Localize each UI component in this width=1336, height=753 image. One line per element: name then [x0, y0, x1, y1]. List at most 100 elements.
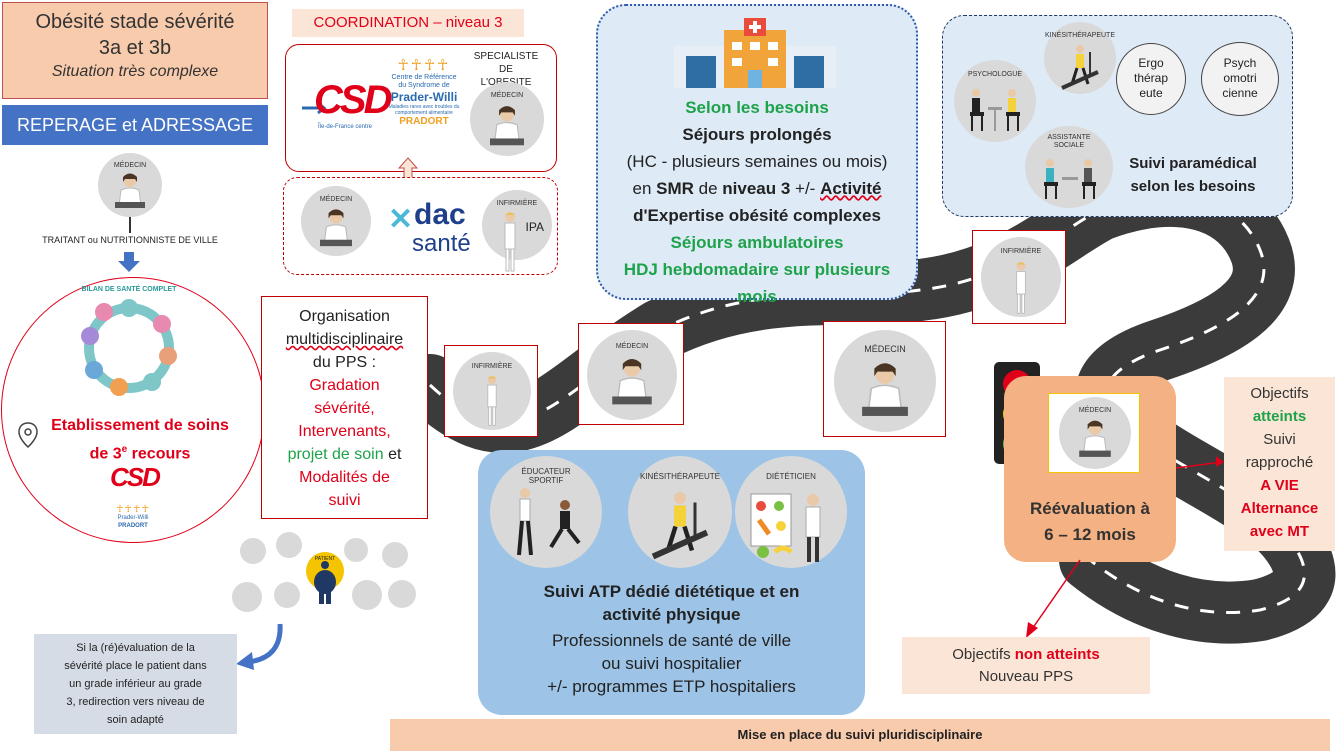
prader-small-name: Prader-Willi — [117, 515, 149, 521]
infirmiere-card-1: INFIRMIÈRE — [444, 345, 538, 437]
psychomotricienne-circle: Psych omotri cienne — [1201, 42, 1279, 116]
red-arrows — [1026, 456, 1224, 638]
bilan-ring-icon — [81, 299, 177, 396]
specialiste-avatar: MÉDECIN — [470, 82, 544, 156]
etablissement-line1: Etablissement de soins — [51, 417, 229, 434]
prader-figures-icon: ☥☥☥☥ — [397, 57, 451, 74]
title-line2: 3a et 3b — [98, 37, 172, 59]
medecin-avatar: MÉDECIN — [1059, 397, 1131, 469]
infirmiere-label: INFIRMIÈRE — [471, 362, 513, 370]
team-member-icon — [240, 538, 266, 564]
organisation-box: Organisation multidisciplinaire du PPS :… — [261, 296, 428, 519]
organisation-l3: du PPS : — [312, 354, 377, 371]
team-member-icon — [344, 538, 368, 562]
prader-figures-small-icon: ☥☥☥☥ — [116, 504, 150, 515]
sejours-b1: Séjours prolongés — [682, 125, 832, 144]
coordination-label: COORDINATION – niveau 3 — [313, 14, 503, 31]
team-member-icon — [232, 582, 262, 612]
psych-line3: cienne — [1222, 86, 1258, 100]
infirmiere-ipa-avatar: INFIRMIÈRE IPA — [482, 190, 552, 272]
doctor-icon — [115, 173, 145, 209]
prader-logo-small: ☥☥☥☥ Prader-Willi PRADORT — [108, 504, 158, 529]
ipa-label: IPA — [525, 220, 544, 234]
reperage-banner: REPERAGE et ADRESSAGE — [2, 105, 268, 145]
medecin-label: MÉDECIN — [113, 161, 147, 169]
nurse-icon — [1016, 261, 1026, 314]
title-line3: Situation très complexe — [51, 63, 219, 80]
objectifs-l3: Suivi — [1263, 431, 1296, 448]
ergo-line1: Ergo — [1138, 56, 1164, 70]
reevaluation-l2: 6 – 12 mois — [1044, 525, 1136, 544]
hospital-icon — [674, 18, 836, 88]
bilan-sante-badge: BILAN DE SANTÉ COMPLET — [74, 286, 184, 400]
reperage-label: REPERAGE et ADRESSAGE — [16, 115, 254, 135]
infirmiere-card-2: INFIRMIÈRE — [972, 230, 1066, 324]
organisation-l1: Organisation — [299, 308, 390, 325]
team-member-icon — [274, 582, 300, 608]
organisation-g1-line: projet de soin et — [262, 443, 427, 466]
objectifs-nok-line1: Objectifs non atteints — [952, 646, 1100, 663]
team-member-icon — [388, 580, 416, 608]
medecin-avatar: MÉDECIN — [587, 330, 677, 420]
organisation-l2: multidisciplinaire — [285, 331, 404, 348]
team-member-icon — [352, 580, 382, 610]
bilan-top-label: BILAN DE SANTÉ COMPLET — [81, 286, 177, 293]
medecin-label: MÉDECIN — [615, 342, 649, 350]
infirmiere-avatar: INFIRMIÈRE — [981, 237, 1061, 317]
organisation-r1: Gradation — [309, 377, 380, 394]
treadmill-icon — [651, 491, 709, 559]
coach-icon — [517, 488, 581, 556]
csd-sub: Île-de-France centre — [318, 124, 373, 130]
csd-arrow-icon — [302, 101, 327, 115]
redirection-l5: soin adapté — [107, 714, 164, 726]
prader-line2: du Syndrome de — [398, 82, 450, 89]
dac-logo: ✕ dac santé — [388, 198, 478, 260]
footer-label: Mise en place du suivi pluridisciplinair… — [737, 727, 983, 742]
medecin-traitant-avatar: MÉDECIN — [98, 153, 162, 217]
nutrition-icon — [750, 493, 821, 562]
team-member-icon — [382, 542, 408, 568]
dieteticien-avatar: DIÉTÉTICIEN — [735, 456, 847, 568]
footer-banner: Mise en place du suivi pluridisciplinair… — [390, 719, 1330, 751]
reevaluation-l1: Réévaluation à — [1030, 499, 1150, 518]
patient-figure-icon — [314, 561, 336, 604]
prader-line1: Centre de Référence — [391, 74, 457, 81]
medecin-dac-avatar: MÉDECIN — [301, 186, 371, 256]
pradort-small: PRADORT — [118, 523, 148, 529]
sejours-n1: (HC - plusieurs semaines ou mois) — [626, 152, 888, 171]
kine-avatar: KINÉSITHÉRAPEUTE — [1044, 22, 1116, 94]
title-box: Obésité stade sévérité 3a et 3b Situatio… — [2, 2, 268, 99]
atp-n3: +/- programmes ETP hospitaliers — [547, 677, 796, 696]
dieteticien-label: DIÉTÉTICIEN — [766, 471, 816, 481]
ergo-line3: eute — [1139, 86, 1163, 100]
kine-atp-avatar: KINÉSITHÉRAPEUTE — [628, 456, 732, 568]
csd-logo: CSD Île-de-France centre — [300, 78, 392, 138]
infirmiere-avatar: INFIRMIÈRE — [453, 352, 531, 430]
medecin-avatar: MÉDECIN — [834, 330, 936, 432]
organisation-r4: Modalités de — [299, 469, 390, 486]
patient-label: PATIENT — [314, 556, 336, 562]
objectifs-l2: atteints — [1252, 408, 1307, 425]
sejours-g3: HDJ hebdomadaire sur plusieurs — [623, 260, 891, 279]
prader-tagline: Maladies rares avec troubles du comporte… — [388, 104, 460, 116]
csd-logo-text: CSD — [314, 78, 392, 122]
sejours-g2: Séjours ambulatoires — [670, 233, 844, 252]
objectifs-l6: Alternance — [1240, 500, 1319, 517]
objectifs-l5: A VIE — [1260, 477, 1299, 494]
nurse-icon — [504, 212, 516, 272]
etablissement-line2: de 3e recours — [89, 444, 191, 463]
objectifs-atteints-box: Objectifs atteints Suivi rapproché A VIE… — [1224, 377, 1335, 551]
dac-line2: santé — [412, 230, 471, 257]
medecin-label: MÉDECIN — [319, 195, 353, 203]
etablissement-label: Etablissement de soins de 3e recours — [40, 414, 240, 466]
objectifs-non-atteints-box: Objectifs non atteints Nouveau PPS — [902, 637, 1150, 694]
psych-line1: Psych — [1223, 56, 1257, 70]
social-worker-icon — [1044, 159, 1096, 200]
atp-n2: ou suivi hospitalier — [601, 654, 742, 673]
objectifs-l1: Objectifs — [1250, 385, 1309, 402]
doctor-icon — [1079, 420, 1111, 457]
